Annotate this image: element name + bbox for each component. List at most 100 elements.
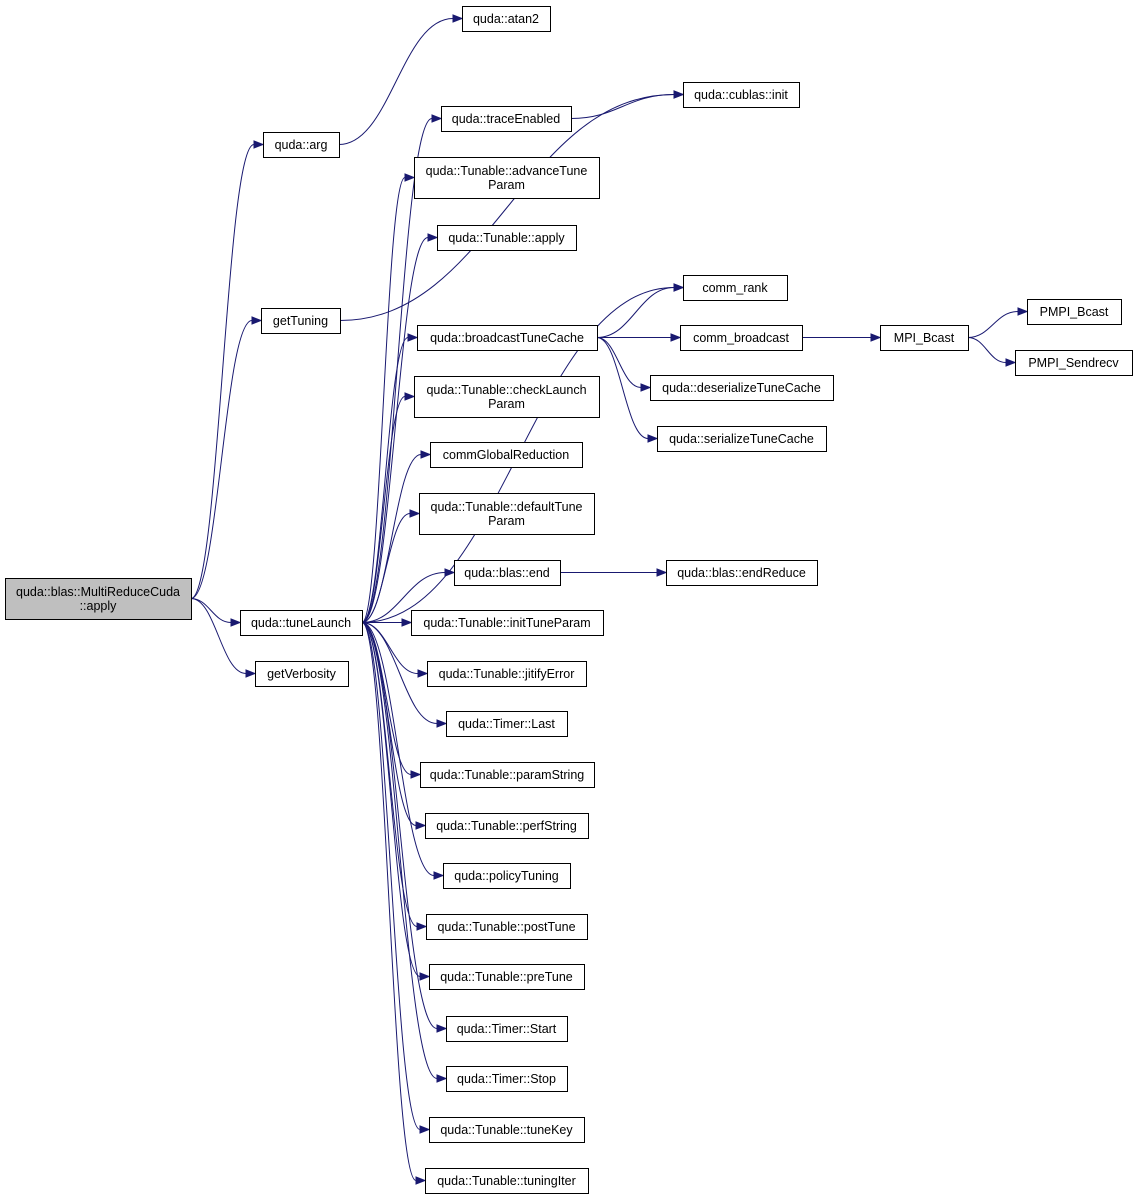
node-box [414,157,600,199]
node-paramString[interactable]: quda::Tunable::paramString [420,762,595,788]
node-jitifyError[interactable]: quda::Tunable::jitifyError [427,661,587,687]
node-arg[interactable]: quda::arg [263,132,340,158]
node-box [446,1016,568,1042]
node-label: quda::Tunable::defaultTune [431,500,583,514]
edge-tuneLaunch-to-checkLaunchParam [361,392,416,623]
node-PMPI_Sendrecv[interactable]: PMPI_Sendrecv [1015,350,1133,376]
node-serializeTuneCache[interactable]: quda::serializeTuneCache [657,426,827,452]
node-box [441,106,572,132]
node-box [446,1066,568,1092]
node-box [425,813,589,839]
node-label: getVerbosity [267,667,337,681]
edge-blas_end-to-endReduce [560,568,668,577]
node-box [429,1117,585,1143]
node-perfString[interactable]: quda::Tunable::perfString [425,813,589,839]
node-label: quda::Tunable::perfString [436,819,577,833]
node-atan2[interactable]: quda::atan2 [462,6,551,32]
node-label: quda::Tunable::jitifyError [439,667,575,681]
edge-tuneLaunch-to-blas_end [361,568,456,623]
node-root[interactable]: quda::blas::MultiReduceCuda::apply [5,578,192,620]
node-label: quda::tuneLaunch [251,616,351,630]
node-tunable_apply[interactable]: quda::Tunable::apply [437,225,577,251]
node-label: Param [488,514,525,528]
nodes-layer: quda::blas::MultiReduceCuda::applyquda::… [5,6,1133,1194]
node-label: quda::deserializeTuneCache [662,381,821,395]
node-label: quda::Tunable::paramString [430,768,585,782]
node-label: quda::traceEnabled [452,112,560,126]
node-timer_start[interactable]: quda::Timer::Start [446,1016,568,1042]
node-timer_stop[interactable]: quda::Timer::Stop [446,1066,568,1092]
node-box [430,442,583,468]
node-tuningIter[interactable]: quda::Tunable::tuningIter [425,1168,589,1194]
node-traceEnabled[interactable]: quda::traceEnabled [441,106,572,132]
node-label: quda::Timer::Stop [457,1072,556,1086]
node-getTuning[interactable]: getTuning [261,308,341,334]
node-label: quda::Timer::Last [458,717,555,731]
node-label: quda::Tunable::tuningIter [437,1174,576,1188]
node-PMPI_Bcast[interactable]: PMPI_Bcast [1027,299,1122,325]
node-box [657,426,827,452]
node-deserializeTuneCache[interactable]: quda::deserializeTuneCache [650,375,834,401]
node-preTune[interactable]: quda::Tunable::preTune [429,964,585,990]
node-policyTuning[interactable]: quda::policyTuning [443,863,571,889]
node-box [880,325,969,351]
node-box [411,610,604,636]
node-tuneLaunch[interactable]: quda::tuneLaunch [240,610,363,636]
edge-arg-to-atan2 [338,14,464,145]
edge-broadcastTuneCache-to-serializeTuneCache [596,337,659,443]
node-box [419,493,595,535]
node-commGlobalReduction[interactable]: commGlobalReduction [430,442,583,468]
node-box [1015,350,1133,376]
node-label: quda::Timer::Start [457,1022,557,1036]
node-broadcastTuneCache[interactable]: quda::broadcastTuneCache [417,325,598,351]
node-cublas_init[interactable]: quda::cublas::init [683,82,800,108]
edge-tuneLaunch-to-timer_last [361,622,448,728]
node-timer_last[interactable]: quda::Timer::Last [446,711,568,737]
node-label: quda::arg [275,138,328,152]
edge-root-to-arg [190,140,265,599]
node-label: quda::Tunable::tuneKey [440,1123,573,1137]
node-blas_end[interactable]: quda::blas::end [454,560,561,586]
node-label: PMPI_Bcast [1040,305,1109,319]
node-label: Param [488,397,525,411]
node-comm_rank[interactable]: comm_rank [683,275,788,301]
node-box [414,376,600,418]
node-box [420,762,595,788]
node-label: MPI_Bcast [894,331,955,345]
node-label: quda::broadcastTuneCache [430,331,584,345]
node-box [683,275,788,301]
node-label: quda::policyTuning [454,869,559,883]
node-label: quda::cublas::init [694,88,788,102]
node-MPI_Bcast[interactable]: MPI_Bcast [880,325,969,351]
edge-broadcastTuneCache-to-deserializeTuneCache [596,337,652,392]
node-box [1027,299,1122,325]
node-box [263,132,340,158]
node-label: quda::Tunable::preTune [440,970,573,984]
node-endReduce[interactable]: quda::blas::endReduce [666,560,818,586]
edge-traceEnabled-to-cublas_init [570,90,685,119]
node-box [425,1168,589,1194]
node-label: quda::blas::endReduce [677,566,806,580]
edge-root-to-tuneLaunch [190,598,242,627]
node-initTuneParam[interactable]: quda::Tunable::initTuneParam [411,610,604,636]
edge-tuneLaunch-to-tuningIter [361,622,427,1185]
node-box [683,82,800,108]
node-tuneKey[interactable]: quda::Tunable::tuneKey [429,1117,585,1143]
edge-tuneLaunch-to-policyTuning [361,622,445,880]
node-box [429,964,585,990]
edge-tuneLaunch-to-timer_stop [361,622,448,1083]
node-comm_broadcast[interactable]: comm_broadcast [680,325,803,351]
edge-root-to-getTuning [190,316,263,599]
node-postTune[interactable]: quda::Tunable::postTune [426,914,588,940]
node-box [240,610,363,636]
node-label: quda::Tunable::advanceTune [426,164,588,178]
node-box [454,560,561,586]
node-label: comm_broadcast [693,331,789,345]
edge-tuneLaunch-to-broadcastTuneCache [361,333,419,623]
node-box [462,6,551,32]
node-getVerbosity[interactable]: getVerbosity [255,661,349,687]
edge-comm_broadcast-to-MPI_Bcast [801,333,882,342]
